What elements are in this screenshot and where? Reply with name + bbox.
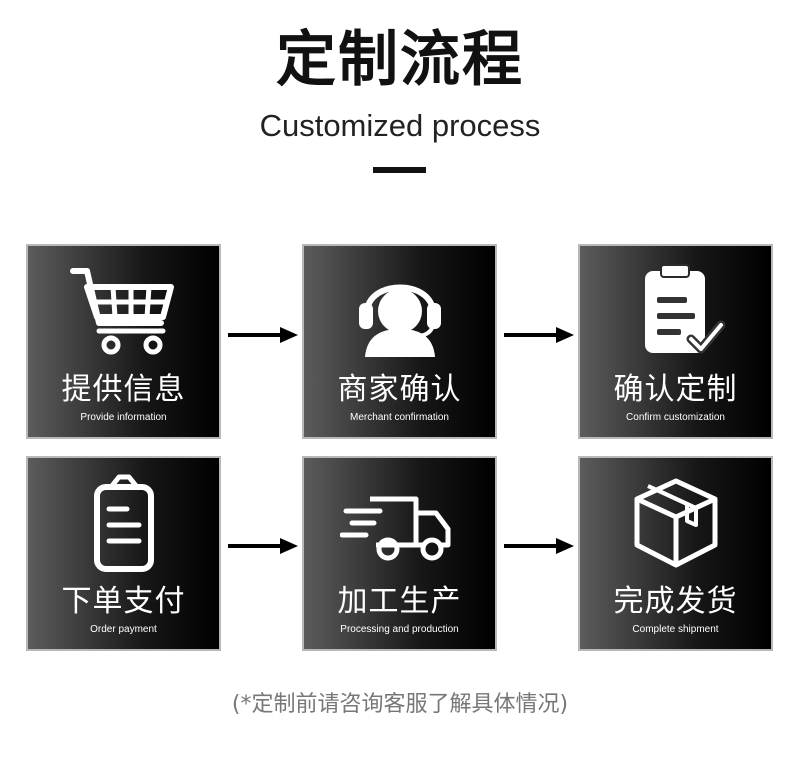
step-label-zh: 完成发货 (613, 584, 738, 619)
step-label-en: Merchant confirmation (350, 412, 449, 423)
step-card-order-payment: 下单支付 Order payment (26, 456, 221, 651)
page-title: 定制流程 (276, 25, 524, 95)
step-label-en: Confirm customization (626, 412, 725, 423)
step-label-en: Order payment (90, 624, 157, 635)
arrow-right-icon (504, 538, 574, 554)
delivery-truck-icon (304, 468, 495, 578)
footnote: (*定制前请咨询客服了解具体情况) (231, 692, 569, 717)
arrow-right-icon (228, 538, 298, 554)
order-form-icon (28, 468, 219, 578)
step-label-zh: 商家确认 (337, 372, 462, 407)
step-label-zh: 下单支付 (61, 584, 186, 619)
title-divider (373, 167, 426, 173)
step-label-en: Processing and production (340, 624, 459, 635)
step-card-complete-shipment: 完成发货 Complete shipment (578, 456, 773, 651)
step-label-zh: 提供信息 (61, 372, 186, 407)
clipboard-check-icon (580, 256, 771, 366)
page-subtitle: Customized process (259, 108, 541, 143)
arrow-right-icon (504, 327, 574, 343)
step-card-provide-information: 提供信息 Provide information (26, 244, 221, 439)
shopping-cart-icon (28, 256, 219, 366)
customer-service-headset-icon (304, 256, 495, 366)
step-card-merchant-confirmation: 商家确认 Merchant confirmation (302, 244, 497, 439)
step-label-en: Provide information (80, 412, 167, 423)
step-label-en: Complete shipment (632, 624, 719, 635)
package-box-icon (580, 468, 771, 578)
step-card-confirm-customization: 确认定制 Confirm customization (578, 244, 773, 439)
step-card-processing-production: 加工生产 Processing and production (302, 456, 497, 651)
step-label-zh: 加工生产 (337, 584, 462, 619)
arrow-right-icon (228, 327, 298, 343)
step-label-zh: 确认定制 (613, 372, 738, 407)
